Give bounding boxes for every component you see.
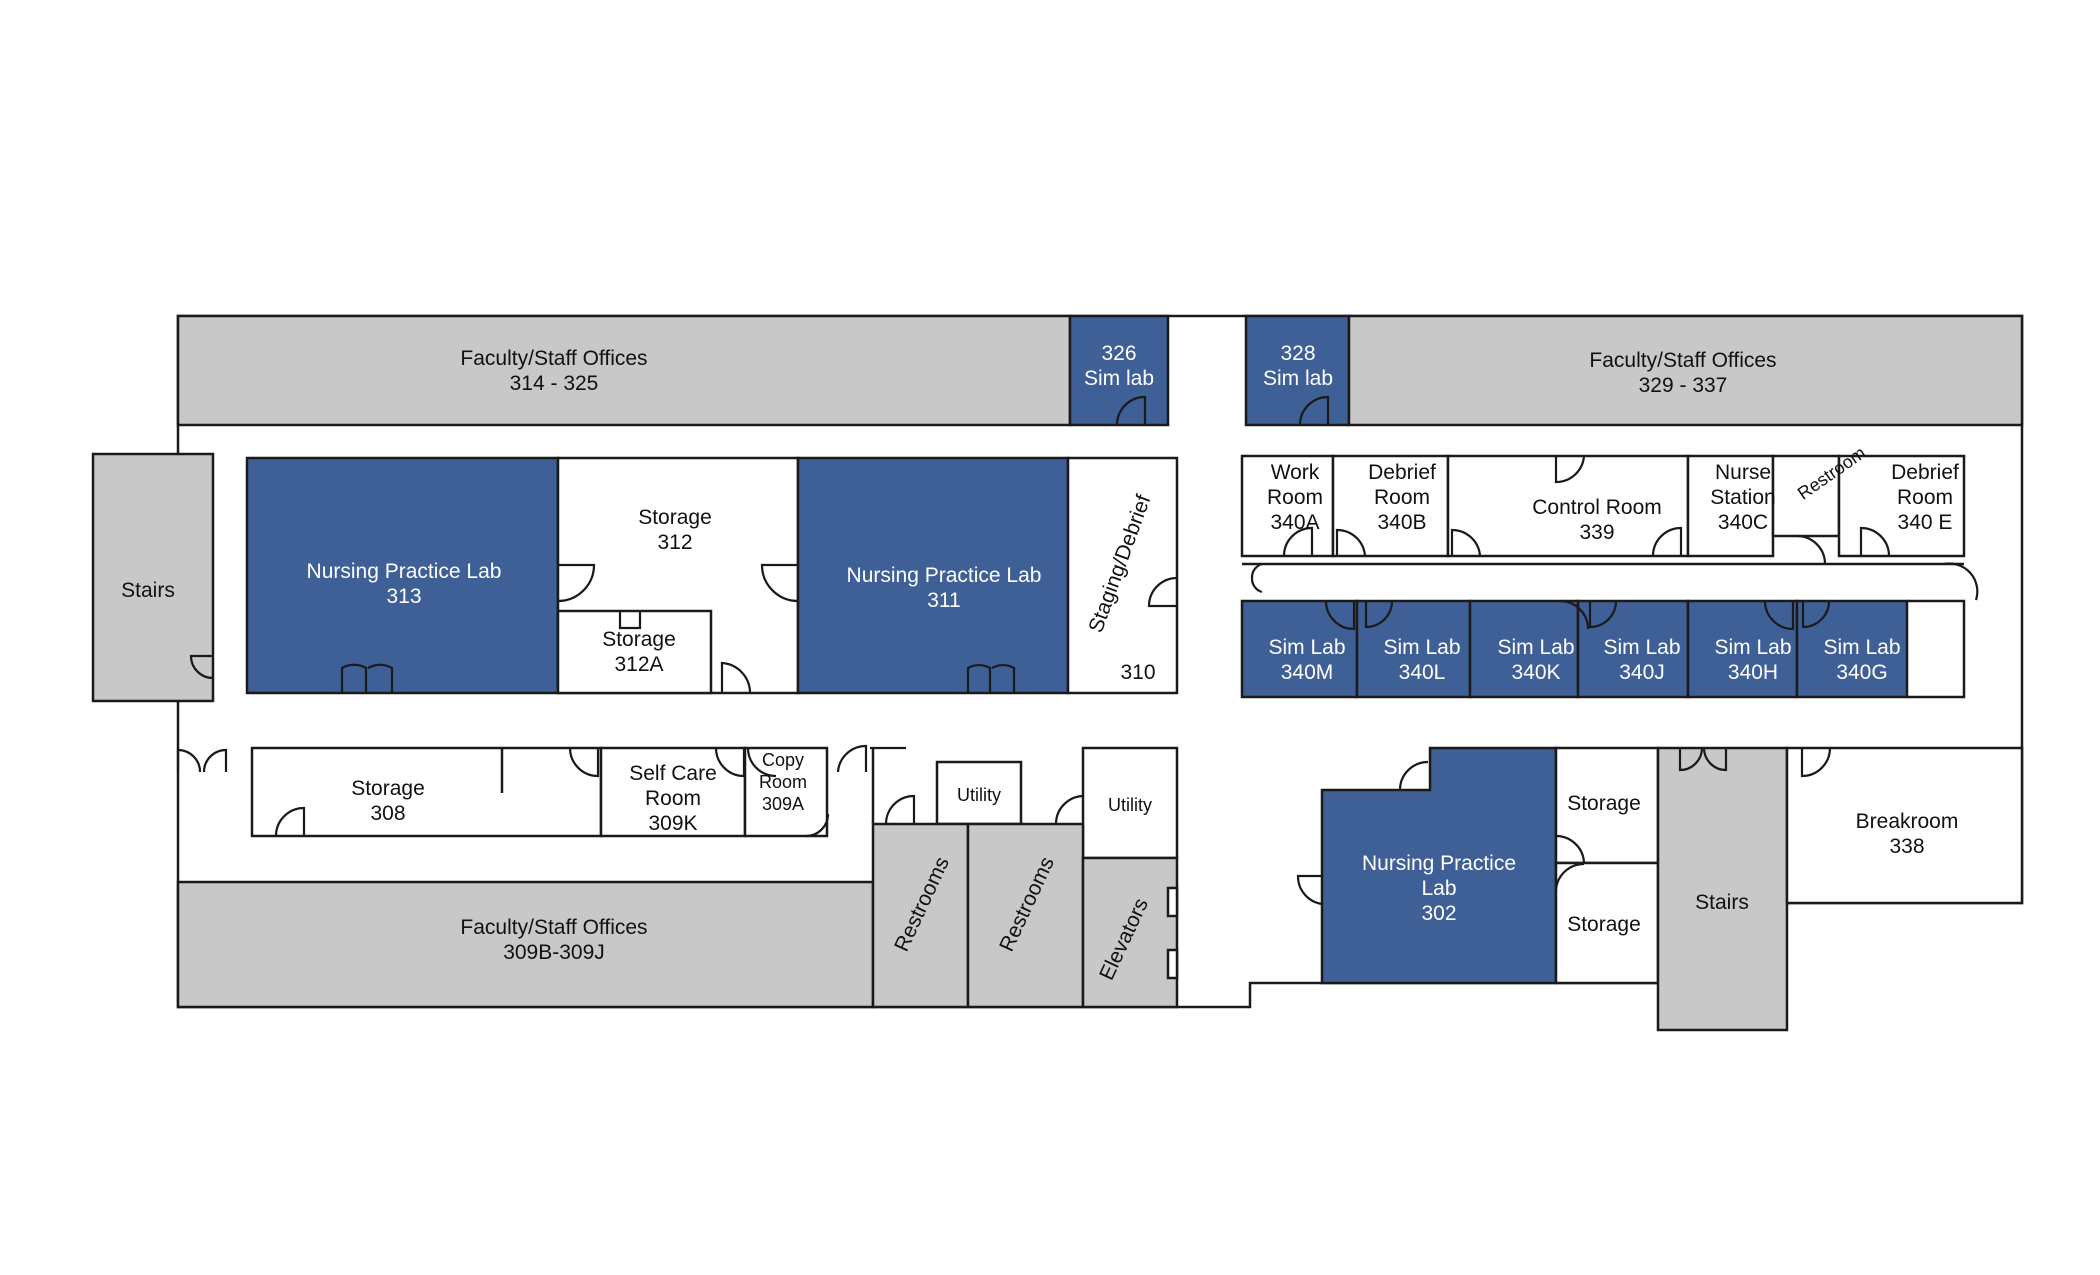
room-restrooms-1[interactable] [871, 822, 970, 1009]
room-sim-lab-328[interactable] [1244, 314, 1351, 427]
label-storage-east-1: Storage [1567, 792, 1641, 815]
room-utility-east[interactable] [1081, 746, 1179, 860]
room-faculty-314-325[interactable] [176, 314, 1072, 427]
room-control-room-339[interactable] [1446, 454, 1690, 558]
room-sim-lab-326[interactable] [1068, 314, 1170, 427]
room-restroom-east[interactable] [1771, 454, 1841, 538]
room-staging-debrief-310[interactable] [1066, 456, 1179, 695]
room-storage-east-1[interactable] [1554, 746, 1660, 865]
room-sim-lab-340l[interactable] [1355, 599, 1472, 699]
label-storage-east-2: Storage [1567, 913, 1641, 936]
label-utility-west: Utility [957, 785, 1001, 805]
room-storage-308[interactable] [250, 746, 603, 838]
label-stairs-west: Stairs [121, 579, 175, 602]
room-debrief-room-340e[interactable] [1837, 454, 1966, 558]
room-sim-lab-340j[interactable] [1576, 599, 1690, 699]
room-sim-lab-340g[interactable] [1795, 599, 1909, 699]
room-sim-lab-340m[interactable] [1240, 599, 1359, 699]
room-copy-room-309a[interactable] [743, 746, 829, 838]
label-310-number: 310 [1120, 661, 1155, 684]
room-faculty-309b-309j[interactable] [176, 880, 875, 1009]
room-storage-312a[interactable] [556, 609, 713, 695]
room-stairs-east[interactable] [1656, 746, 1789, 1032]
room-nursing-practice-lab-311[interactable] [796, 456, 1070, 695]
room-stairs-west[interactable] [91, 452, 215, 703]
room-breakroom-338[interactable] [1785, 746, 2024, 905]
room-restrooms-2[interactable] [966, 822, 1085, 1009]
label-utility-east: Utility [1108, 795, 1152, 815]
room-elevators[interactable] [1081, 856, 1179, 1009]
room-storage-east-2[interactable] [1554, 861, 1660, 985]
label-stairs-east: Stairs [1695, 891, 1749, 914]
room-nursing-practice-lab-313[interactable] [245, 456, 560, 695]
room-sim-lab-340h[interactable] [1686, 599, 1799, 699]
room-faculty-329-337[interactable] [1347, 314, 2024, 427]
